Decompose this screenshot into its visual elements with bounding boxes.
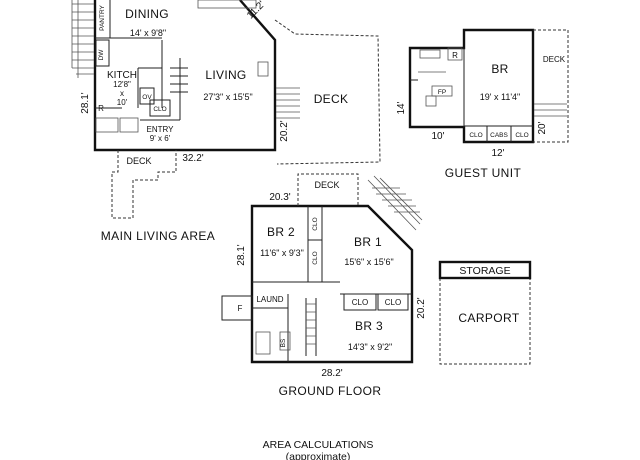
main-fridge-label: R bbox=[98, 104, 104, 113]
br2-size: 11'6" x 9'3" bbox=[260, 248, 304, 258]
br1-name: BR 1 bbox=[354, 235, 382, 249]
guest-fridge-label: R bbox=[452, 51, 458, 60]
br1-size: 15'6" x 15'6" bbox=[344, 257, 393, 267]
guest-deck bbox=[533, 29, 569, 143]
br2-name: BR 2 bbox=[267, 225, 295, 239]
guest-dim-bottom: 12' bbox=[491, 148, 504, 159]
ground-furnace-box bbox=[221, 295, 253, 321]
guest-fridge-box bbox=[447, 47, 463, 61]
area-subtitle: (approximate) bbox=[286, 451, 351, 460]
laund-name: LAUND bbox=[256, 295, 283, 304]
guest-deck-label: DECK bbox=[543, 55, 566, 64]
guest-br-size: 19' x 11'4" bbox=[480, 92, 521, 102]
dining-room-size: 14' x 9'8" bbox=[130, 28, 166, 38]
dw-label: DW bbox=[98, 49, 105, 61]
guest-clo-1-label: CLO bbox=[469, 132, 482, 139]
ground-floor: BR 2 11'6" x 9'3" BR 1 15'6" x 15'6" BR … bbox=[221, 173, 427, 398]
guest-br-name: BR bbox=[491, 62, 508, 76]
guest-unit: BR 19' x 11'4" DECK R FP CLO CABS CLO 14… bbox=[396, 28, 569, 180]
ground-clo-vert-2-label: CLO bbox=[312, 251, 319, 264]
living-room-name: LIVING bbox=[205, 68, 246, 82]
ground-deck-label: DECK bbox=[314, 180, 339, 190]
ground-dim-top: 20.3' bbox=[269, 192, 290, 203]
dining-room-name: DINING bbox=[125, 7, 169, 21]
kitchen-size-b: 10' bbox=[117, 98, 128, 107]
ground-clo-h1-box bbox=[343, 293, 377, 311]
furnace-label: F bbox=[238, 304, 243, 313]
entry-room-name: ENTRY bbox=[147, 125, 175, 134]
br3-name: BR 3 bbox=[355, 319, 383, 333]
kitchen-size-a: 12'8" bbox=[113, 80, 131, 89]
ground-top-deck bbox=[297, 173, 359, 206]
living-room-size: 27'3" x 15'5" bbox=[203, 92, 252, 102]
guest-dim-left: 14' bbox=[396, 101, 407, 114]
main-living-area: DINING 14' x 9'8" LIVING 27'3" x 15'5" K… bbox=[71, 0, 381, 243]
ground-clo-h2-box bbox=[377, 293, 409, 311]
pantry-label: PANTRY bbox=[99, 4, 106, 30]
ground-clo-h1-label: CLO bbox=[352, 298, 368, 307]
storage-box bbox=[438, 260, 532, 280]
entry-room-size: 9' x 6' bbox=[150, 134, 171, 143]
main-deck-stairs bbox=[276, 87, 300, 119]
storage-label: STORAGE bbox=[459, 265, 510, 277]
main-deck-right-label: DECK bbox=[314, 92, 349, 106]
main-closet-label: CLO bbox=[153, 106, 166, 113]
oven-label: OV bbox=[142, 94, 152, 101]
area-title: AREA CALCULATIONS bbox=[263, 439, 374, 451]
main-right-deck bbox=[274, 19, 381, 165]
ground-caption: GROUND FLOOR bbox=[279, 384, 382, 398]
kitchen-size-x: x bbox=[120, 89, 124, 98]
main-dim-right: 20.2' bbox=[279, 120, 290, 141]
main-deck-bottom-label: DECK bbox=[126, 156, 151, 166]
guest-dim-bottom-left: 10' bbox=[431, 131, 444, 142]
main-oven-box bbox=[139, 87, 155, 105]
ground-clo-vert-1-label: CLO bbox=[312, 217, 319, 230]
guest-caption: GUEST UNIT bbox=[445, 166, 522, 180]
guest-dim-right: 20' bbox=[537, 121, 548, 134]
ground-clo-h2-label: CLO bbox=[385, 298, 401, 307]
ground-stairs bbox=[367, 175, 423, 231]
main-closet-box bbox=[149, 99, 171, 117]
ground-bath-box bbox=[279, 331, 291, 351]
br3-size: 14'3" x 9'2" bbox=[348, 342, 392, 352]
main-dim-left: 28.1' bbox=[80, 92, 91, 113]
carport: STORAGE CARPORT bbox=[438, 260, 532, 365]
main-top-counter bbox=[197, 0, 257, 9]
guest-clo-2-label: CLO bbox=[515, 132, 528, 139]
ground-dim-right: 20.2' bbox=[416, 297, 427, 318]
ground-dim-bottom: 28.2' bbox=[321, 368, 342, 379]
ground-bath-label: BS bbox=[280, 338, 287, 347]
main-caption: MAIN LIVING AREA bbox=[101, 229, 215, 243]
guest-fireplace-box bbox=[431, 85, 453, 97]
guest-cabs-label: CABS bbox=[490, 132, 508, 139]
ground-exterior-wall bbox=[250, 204, 414, 364]
main-exterior-wall bbox=[93, 0, 277, 152]
kitchen-room-name: KITCH bbox=[107, 70, 137, 81]
main-top-stairs bbox=[71, 0, 94, 78]
carport-label: CARPORT bbox=[458, 311, 520, 325]
main-dim-bottom: 32.2' bbox=[182, 153, 203, 164]
main-fridge-box bbox=[95, 117, 119, 133]
main-dw-box bbox=[95, 39, 110, 67]
guest-exterior-wall bbox=[408, 28, 535, 144]
ground-dim-left: 28.1' bbox=[236, 244, 247, 265]
guest-fireplace-label: FP bbox=[438, 89, 446, 96]
main-bottom-deck bbox=[111, 150, 177, 219]
